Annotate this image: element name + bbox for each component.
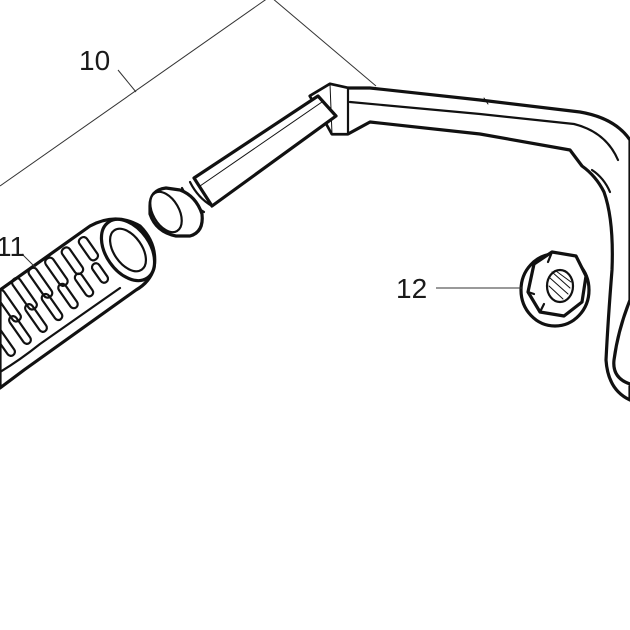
callout-label-assembly: 10 xyxy=(79,45,110,76)
handle-bar-drawing xyxy=(308,82,630,402)
grip-leader xyxy=(21,253,37,269)
assembly-bracket-leader xyxy=(0,0,377,187)
flange-nut-drawing xyxy=(519,250,591,328)
callout-label-nut: 12 xyxy=(396,273,427,304)
rubber-grip-drawing xyxy=(0,217,157,390)
pin-bolt-drawing xyxy=(148,94,338,238)
callout-label-grip: 11 xyxy=(0,231,25,262)
